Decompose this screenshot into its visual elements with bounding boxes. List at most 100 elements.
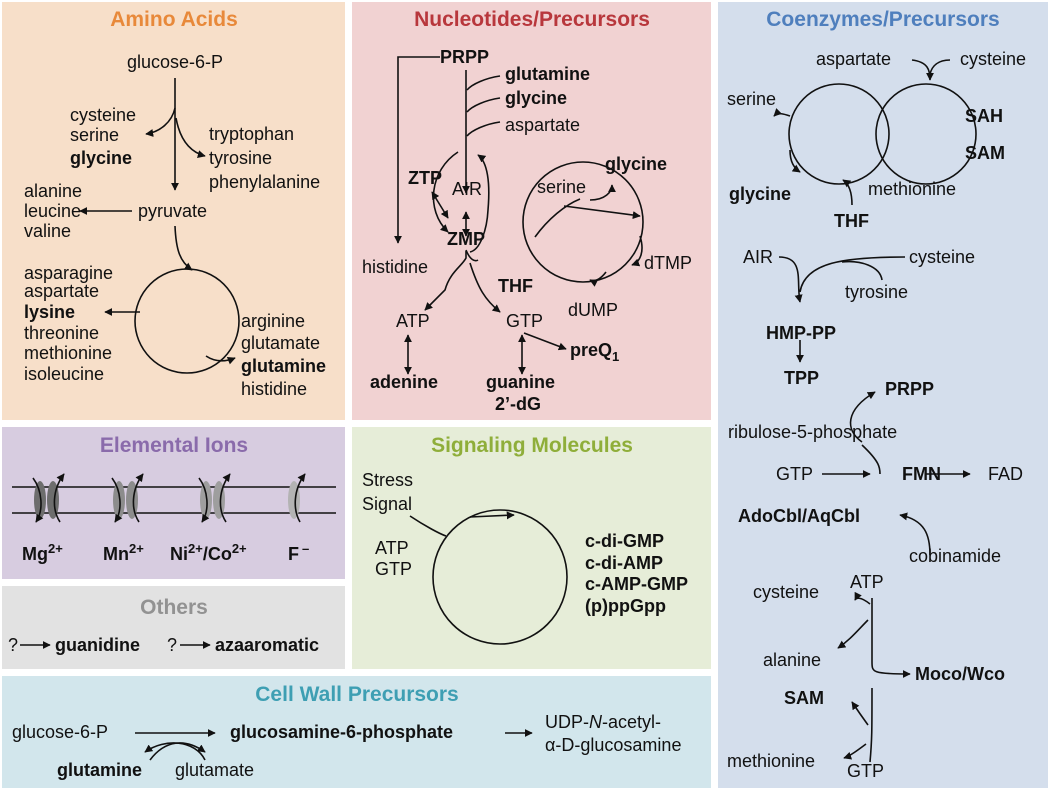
amino-alanine: alanine — [24, 181, 82, 201]
nucl-glutamine: glutamine — [505, 64, 590, 84]
ion-ni-co: Ni2+/Co2+ — [170, 541, 247, 564]
cell-udp-glcnac: UDP-N-acetyl- — [545, 712, 661, 732]
others-unknown-1: ? — [8, 635, 18, 655]
coenz-methionine-2: methionine — [727, 751, 815, 771]
ion-f: F– — [288, 541, 309, 564]
nucl-glycine: glycine — [505, 88, 567, 108]
nucleotides-title: Nucleotides/Precursors — [414, 8, 650, 31]
signal-ppgpp: (p)ppGpp — [585, 596, 666, 616]
cell-glucose-6-p: glucose-6-P — [12, 722, 108, 742]
amino-pyruvate: pyruvate — [138, 201, 207, 221]
amino-tryptophan: tryptophan — [209, 124, 294, 144]
nucl-atp: ATP — [396, 311, 430, 331]
nucl-thf: THF — [498, 276, 533, 296]
elemental-ions-title: Elemental Ions — [100, 434, 248, 457]
signal-signal: Signal — [362, 494, 412, 514]
amino-threonine: threonine — [24, 323, 99, 343]
signaling-panel — [352, 427, 711, 669]
others-unknown-2: ? — [167, 635, 177, 655]
mn-channel — [111, 473, 144, 523]
ion-mg: Mg2+ — [22, 541, 63, 564]
amino-valine: valine — [24, 221, 71, 241]
cell-arrow-glutamate — [149, 742, 206, 761]
coenz-fad: FAD — [988, 464, 1023, 484]
amino-arrows — [79, 78, 240, 374]
coenz-gtp-2: GTP — [847, 761, 884, 781]
amino-phenylalanine: phenylalanine — [209, 172, 320, 192]
coenz-sah: SAH — [965, 106, 1003, 126]
amino-lysine: lysine — [24, 302, 75, 322]
amino-isoleucine: isoleucine — [24, 364, 104, 384]
amino-cysteine: cysteine — [70, 105, 136, 125]
others-azaaromatic: azaaromatic — [215, 635, 319, 655]
coenzyme-arrows — [773, 59, 977, 763]
amino-glutamate: glutamate — [241, 333, 320, 353]
nucl-gtp: GTP — [506, 311, 543, 331]
coenz-sam: SAM — [965, 143, 1005, 163]
coenz-cysteine-3: cysteine — [753, 582, 819, 602]
amino-glucose-6-p: glucose-6-P — [127, 52, 223, 72]
coenzymes-title: Coenzymes/Precursors — [766, 8, 999, 31]
nucl-glycine-2: glycine — [605, 154, 667, 174]
amino-asparagine: asparagine — [24, 263, 113, 283]
cell-glutamine: glutamine — [57, 760, 142, 780]
amino-methionine: methionine — [24, 343, 112, 363]
coenz-hmp-pp: HMP-PP — [766, 323, 836, 343]
coenz-sam-2: SAM — [784, 688, 824, 708]
nucl-histidine: histidine — [362, 257, 428, 277]
cell-glutamate: glutamate — [175, 760, 254, 780]
coenz-gtp: GTP — [776, 464, 813, 484]
amino-histidine: histidine — [241, 379, 307, 399]
elemental-ions-panel — [2, 427, 345, 579]
membrane — [12, 486, 336, 514]
coenz-fmn: FMN — [902, 464, 941, 484]
nucl-air: AIR — [452, 179, 482, 199]
coenz-moco-wco: Moco/Wco — [915, 664, 1005, 684]
nucleotide-arrows — [394, 56, 644, 375]
others-guanidine: guanidine — [55, 635, 140, 655]
coenz-methionine: methionine — [868, 179, 956, 199]
coenz-tyrosine: tyrosine — [845, 282, 908, 302]
signal-stress: Stress — [362, 470, 413, 490]
signal-c-di-gmp: c-di-GMP — [585, 531, 664, 551]
ion-mn: Mn2+ — [103, 541, 144, 564]
coenz-alanine: alanine — [763, 650, 821, 670]
coenz-ribulose-5-phosphate: ribulose-5-phosphate — [728, 422, 897, 442]
amino-tyrosine: tyrosine — [209, 148, 272, 168]
amino-aspartate: aspartate — [24, 281, 99, 301]
signal-c-di-amp: c-di-AMP — [585, 553, 663, 573]
cell-wall-title: Cell Wall Precursors — [255, 683, 458, 706]
amino-leucine: leucine — [24, 201, 81, 221]
amino-arginine: arginine — [241, 311, 305, 331]
coenz-cysteine-2: cysteine — [909, 247, 975, 267]
amino-glutamine: glutamine — [241, 356, 326, 376]
nucl-adenine: adenine — [370, 372, 438, 392]
nucl-prpp: PRPP — [440, 47, 489, 67]
nucl-dump: dUMP — [568, 300, 618, 320]
amino-serine: serine — [70, 125, 119, 145]
nucl-preq1: preQ1 — [570, 340, 619, 364]
cell-glucosamine-6-phosphate: glucosamine-6-phosphate — [230, 722, 453, 742]
coenzymes-panel — [718, 2, 1048, 788]
coenz-prpp: PRPP — [885, 379, 934, 399]
ni-co-channel — [198, 473, 231, 523]
nucl-zmp: ZMP — [447, 229, 485, 249]
coenz-thf: THF — [834, 211, 869, 231]
coenz-cobinamide: cobinamide — [909, 546, 1001, 566]
coenz-adocbl: AdoCbl/AqCbl — [738, 506, 860, 526]
signal-arrows — [409, 509, 568, 645]
amino-acids-panel — [2, 2, 345, 420]
coenz-cysteine: cysteine — [960, 49, 1026, 69]
others-panel — [2, 586, 345, 669]
nucl-2-dg: 2’-dG — [495, 394, 541, 414]
nucl-ztp: ZTP — [408, 168, 442, 188]
cell-wall-panel — [2, 676, 711, 788]
coenz-serine: serine — [727, 89, 776, 109]
amino-acids-title: Amino Acids — [110, 8, 238, 31]
signal-c-amp-gmp: c-AMP-GMP — [585, 574, 688, 594]
signal-atp: ATP — [375, 538, 409, 558]
f-channel — [288, 473, 306, 523]
amino-glycine: glycine — [70, 148, 132, 168]
coenz-aspartate: aspartate — [816, 49, 891, 69]
